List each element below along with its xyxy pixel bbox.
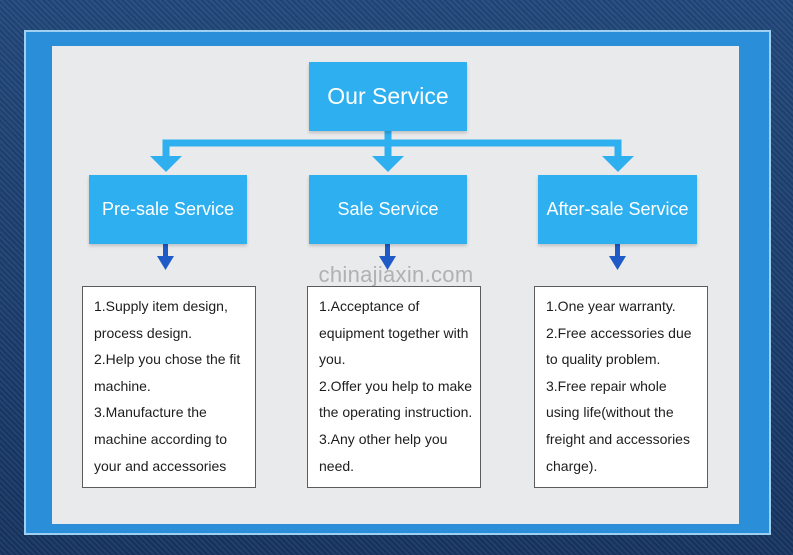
detail-line: charge). xyxy=(546,457,598,474)
detail-line: 1.One year warranty. xyxy=(546,298,676,314)
detail-line: 2.Help you chose the fit xyxy=(94,351,241,368)
detail-line: machine. xyxy=(94,377,151,394)
node-pre-sale-service: Pre-sale Service xyxy=(89,175,247,244)
detail-line: 3.Any other help you xyxy=(319,430,448,447)
pre-sale-details-card: 1.Supply item design, process design. 2.… xyxy=(82,286,256,488)
down-arrow-sale-icon xyxy=(379,256,396,270)
arrowhead-after-icon xyxy=(602,156,634,172)
detail-line: equipment together with xyxy=(319,324,469,341)
detail-line: freight and accessories xyxy=(546,430,690,447)
down-shaft-pre xyxy=(163,238,168,258)
detail-line: using life(without the xyxy=(546,404,674,421)
down-arrow-pre-icon xyxy=(157,256,174,270)
arrowhead-sale-icon xyxy=(372,156,404,172)
detail-line: 3.Manufacture the xyxy=(94,404,207,421)
down-shaft-after xyxy=(615,238,620,258)
root-node-label: Our Service xyxy=(327,83,449,109)
detail-line: machine according to xyxy=(94,430,228,447)
detail-line: 1.Supply item design, xyxy=(94,298,228,314)
detail-line: 3.Free repair whole xyxy=(546,377,667,394)
root-node-our-service: Our Service xyxy=(309,62,467,131)
node-sale-service: Sale Service xyxy=(309,175,467,244)
node-label: Sale Service xyxy=(337,199,439,219)
sale-details-card: 1.Acceptance of equipment together with … xyxy=(307,286,481,488)
node-after-sale-service: After-sale Service xyxy=(538,175,697,244)
watermark-text: chinajiaxin.com xyxy=(318,262,474,287)
detail-line: process design. xyxy=(94,324,193,341)
down-arrow-after-icon xyxy=(609,256,626,270)
node-label: Pre-sale Service xyxy=(101,199,235,219)
detail-line: your and accessories xyxy=(94,457,227,474)
detail-line: need. xyxy=(319,457,355,474)
node-label: After-sale Service xyxy=(546,199,689,219)
after-sale-details-card: 1.One year warranty. 2.Free accessories … xyxy=(534,286,708,488)
detail-line: 2.Free accessories due xyxy=(546,324,692,341)
detail-line: 1.Acceptance of xyxy=(319,298,420,314)
down-shaft-sale xyxy=(385,238,390,258)
detail-line: the operating instruction. xyxy=(319,404,473,421)
arrowhead-pre-icon xyxy=(150,156,182,172)
detail-line: to quality problem. xyxy=(546,351,661,368)
detail-line: you. xyxy=(319,351,346,368)
detail-line: 2.Offer you help to make xyxy=(319,377,473,394)
